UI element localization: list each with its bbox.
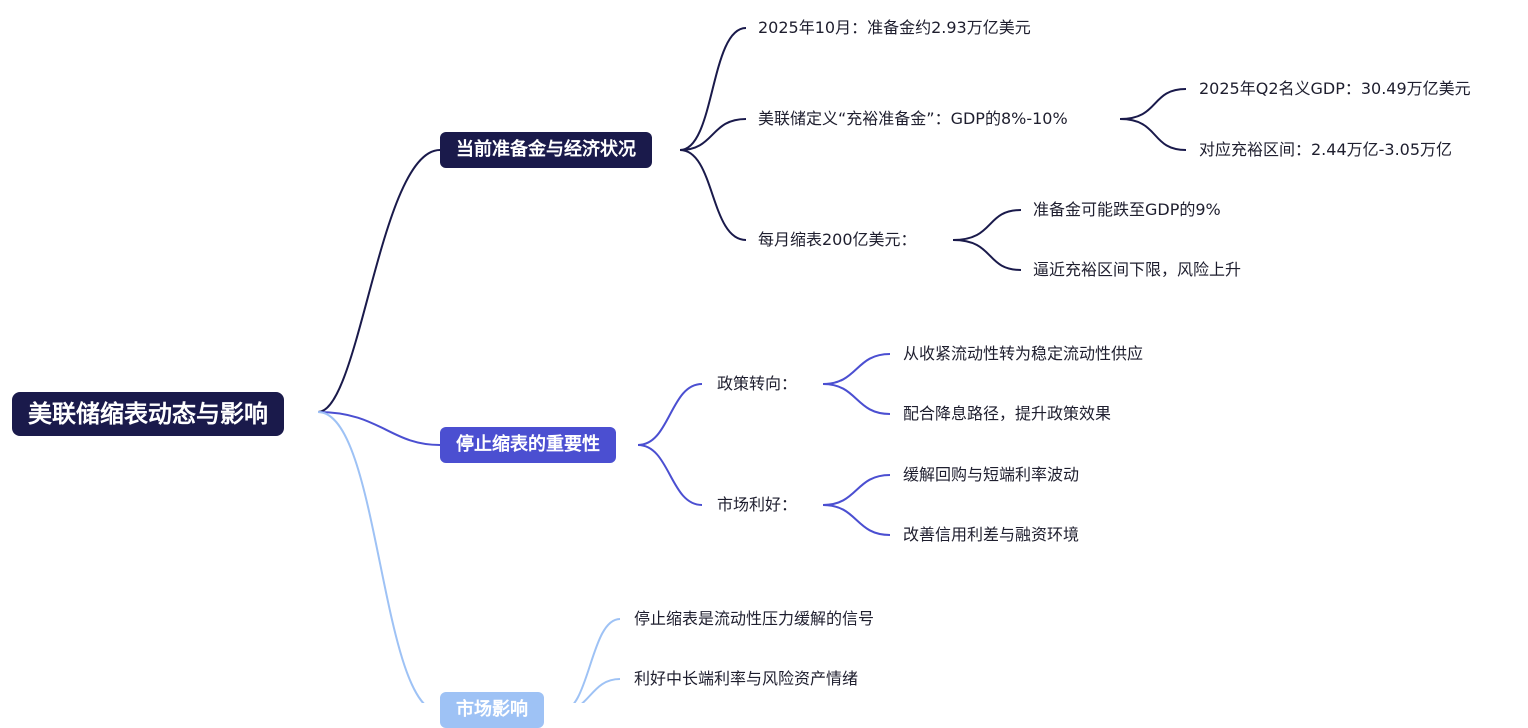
connector-b3-c2 [581, 678, 621, 703]
branch-stop-qt-importance[interactable]: 停止缩表的重要性 [440, 427, 616, 463]
leaf-reserves-fall-9pct[interactable]: 准备金可能跌至GDP的9% [1033, 200, 1221, 219]
connector-root-branch-1 [317, 149, 441, 413]
leaf-policy-shift[interactable]: 政策转向： [717, 374, 798, 393]
connector-b2-c1-g1 [822, 353, 891, 385]
connector-b1-c3-g2 [952, 239, 1022, 271]
connector-root-branch-3 [317, 411, 425, 703]
leaf-rate-cut-path[interactable]: 配合降息路径，提升政策效果 [903, 404, 1112, 423]
root-topic[interactable]: 美联储缩表动态与影响 [12, 392, 284, 436]
connector-b1-c2-g2 [1119, 118, 1187, 151]
connector-b1-c2-g1 [1119, 88, 1187, 120]
connector-b3-c1 [572, 618, 621, 703]
leaf-reserves-oct-2025[interactable]: 2025年10月：准备金约2.93万亿美元 [758, 18, 1031, 37]
connector-b2-c1-g2 [822, 383, 891, 415]
connector-b2-c2-g2 [822, 504, 891, 536]
leaf-ample-range[interactable]: 对应充裕区间：2.44万亿-3.05万亿 [1199, 140, 1453, 159]
leaf-q2-nominal-gdp[interactable]: 2025年Q2名义GDP：30.49万亿美元 [1199, 79, 1471, 98]
branch-current-reserves[interactable]: 当前准备金与经济状况 [440, 132, 652, 168]
leaf-ample-reserves-definition[interactable]: 美联储定义“充裕准备金”：GDP的8%-10% [758, 109, 1068, 128]
connector-b2-c2-g1 [822, 474, 891, 506]
leaf-approach-lower-bound[interactable]: 逼近充裕区间下限，风险上升 [1033, 260, 1242, 279]
connector-b1-c3-g1 [952, 209, 1022, 241]
connector-lines [317, 27, 1187, 703]
connector-b1-c2 [679, 118, 747, 151]
connector-root-branch-2 [317, 411, 441, 446]
connector-b2-c2 [637, 444, 703, 506]
branch-market-impact[interactable]: 市场影响 [440, 692, 544, 728]
leaf-risk-asset-sentiment[interactable]: 利好中长端利率与风险资产情绪 [634, 669, 859, 688]
connector-b1-c1 [679, 27, 747, 151]
leaf-market-positive[interactable]: 市场利好： [717, 495, 798, 514]
leaf-monthly-runoff[interactable]: 每月缩表200亿美元： [758, 230, 917, 249]
leaf-liquidity-signal[interactable]: 停止缩表是流动性压力缓解的信号 [634, 609, 875, 628]
connector-b2-c1 [637, 383, 703, 446]
leaf-ease-repo-volatility[interactable]: 缓解回购与短端利率波动 [903, 465, 1080, 484]
leaf-improve-credit-spreads[interactable]: 改善信用利差与融资环境 [903, 525, 1080, 544]
leaf-stabilize-liquidity[interactable]: 从收紧流动性转为稳定流动性供应 [903, 344, 1144, 363]
connector-b1-c3 [679, 149, 747, 241]
